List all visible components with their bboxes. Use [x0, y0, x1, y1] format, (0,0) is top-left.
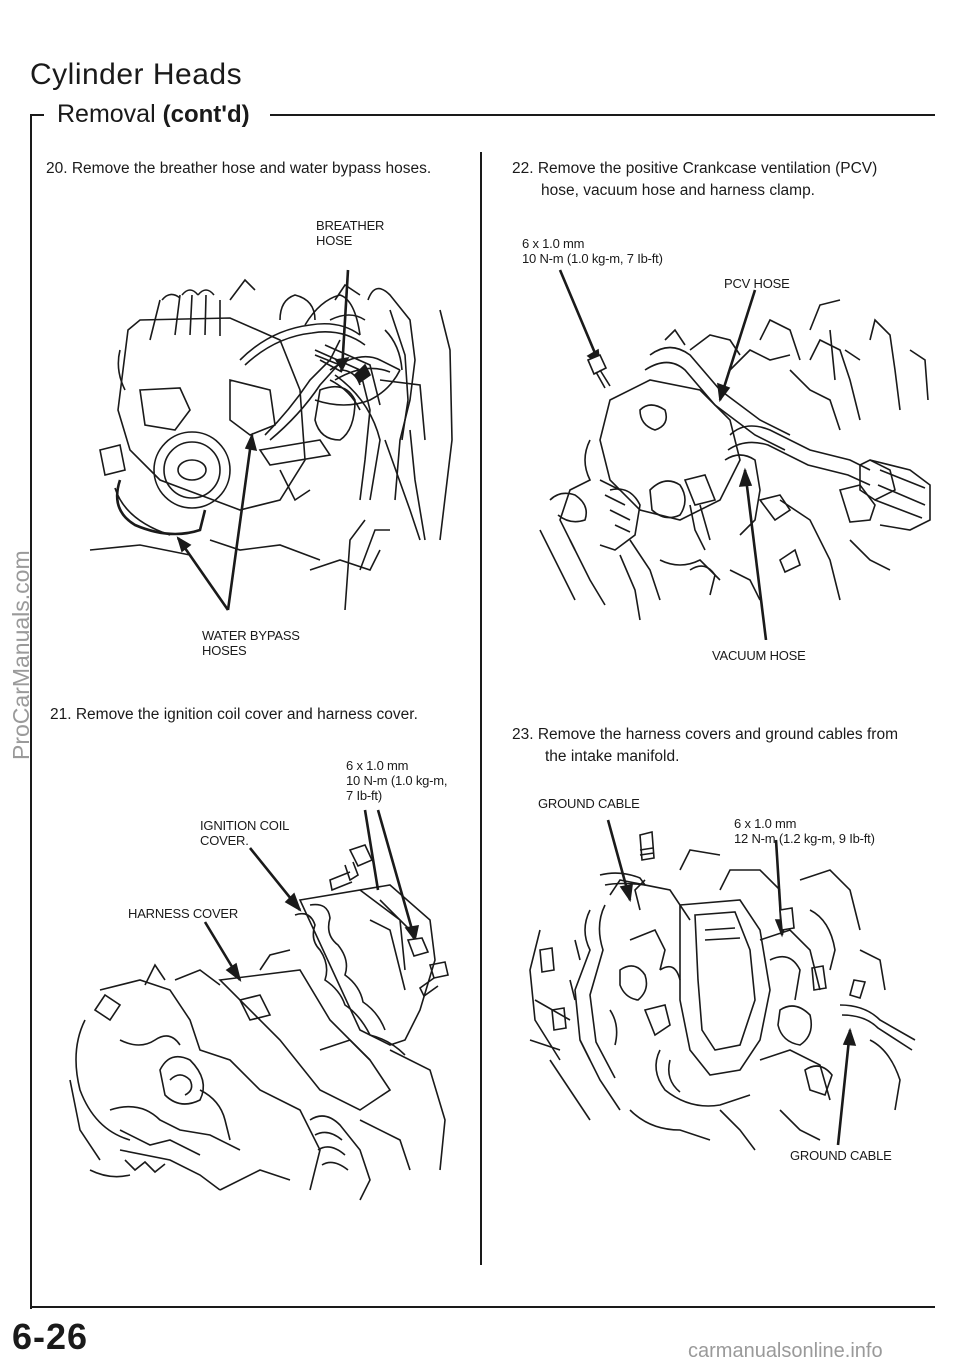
column-divider	[480, 152, 482, 1265]
pcv-hose-label: PCV HOSE	[724, 276, 790, 291]
header-rule-left	[30, 114, 44, 116]
fig21-bolt-spec-line3: 7 Ib-ft)	[346, 788, 382, 803]
step-20-text: 20. Remove the breather hose and water b…	[46, 160, 432, 177]
fig21-bolt-spec-line1: 6 x 1.0 mm	[346, 758, 409, 773]
ignition-coil-illustration	[69, 809, 449, 1201]
harness-cover-label: HARNESS COVER	[128, 906, 239, 921]
page-title: Cylinder Heads	[30, 58, 243, 91]
pcv-hose-illustration	[539, 269, 931, 640]
water-bypass-label-line2: HOSES	[202, 643, 247, 658]
breather-hose-label: BREATHER HOSE	[316, 218, 384, 248]
fig22-bolt-spec: 6 x 1.0 mm 10 N-m (1.0 kg-m, 7 Ib-ft)	[522, 236, 663, 266]
header-rule	[270, 114, 935, 116]
breather-hose-label-line1: BREATHER	[316, 218, 385, 233]
footer-rule	[30, 1306, 935, 1308]
subtitle-suffix: (cont'd)	[162, 101, 250, 128]
breather-hose-label-line2: HOSE	[316, 233, 353, 248]
left-border	[30, 114, 32, 1309]
water-bypass-label-line1: WATER BYPASS	[202, 628, 300, 643]
vacuum-hose-label: VACUUM HOSE	[712, 648, 806, 663]
step-22-text-line2: hose, vacuum hose and harness clamp.	[541, 182, 815, 199]
step-23-text-line1: 23. Remove the harness covers and ground…	[512, 726, 898, 743]
ignition-coil-cover-label-line2: COVER.	[200, 833, 249, 848]
intake-manifold-illustration	[529, 819, 916, 1151]
page-number: 6-26	[12, 1316, 89, 1357]
ignition-coil-cover-label-line1: IGNITION COIL	[200, 818, 290, 833]
ground-cable-top-label: GROUND CABLE	[538, 796, 640, 811]
subtitle-text: Removal	[57, 100, 156, 128]
fig21-bolt-spec: 6 x 1.0 mm 10 N-m (1.0 kg-m, 7 Ib-ft)	[346, 758, 448, 803]
fig22-bolt-spec-line1: 6 x 1.0 mm	[522, 236, 585, 251]
step-23-text-line2: the intake manifold.	[545, 748, 680, 765]
site-watermark: carmanualsonline.info	[688, 1340, 883, 1362]
ignition-coil-cover-label: IGNITION COIL COVER.	[200, 818, 289, 848]
fig22-bolt-spec-line2: 10 N-m (1.0 kg-m, 7 Ib-ft)	[522, 251, 663, 266]
fig23-bolt-spec: 6 x 1.0 mm 12 N-m (1.2 kg-m, 9 Ib-ft)	[734, 816, 875, 846]
side-watermark: ProCarManuals.com	[8, 550, 34, 760]
step-21-text: 21. Remove the ignition coil cover and h…	[50, 706, 418, 723]
fig21-bolt-spec-line2: 10 N-m (1.0 kg-m,	[346, 773, 448, 788]
ground-cable-bottom-label: GROUND CABLE	[790, 1148, 892, 1163]
section-subtitle: Removal (cont'd)	[57, 100, 250, 129]
fig23-bolt-spec-line1: 6 x 1.0 mm	[734, 816, 797, 831]
step-22-text-line1: 22. Remove the positive Crankcase ventil…	[512, 160, 878, 177]
fig23-bolt-spec-line2: 12 N-m (1.2 kg-m, 9 Ib-ft)	[734, 831, 875, 846]
throttle-body-illustration	[89, 269, 453, 611]
water-bypass-label: WATER BYPASS HOSES	[202, 628, 300, 658]
